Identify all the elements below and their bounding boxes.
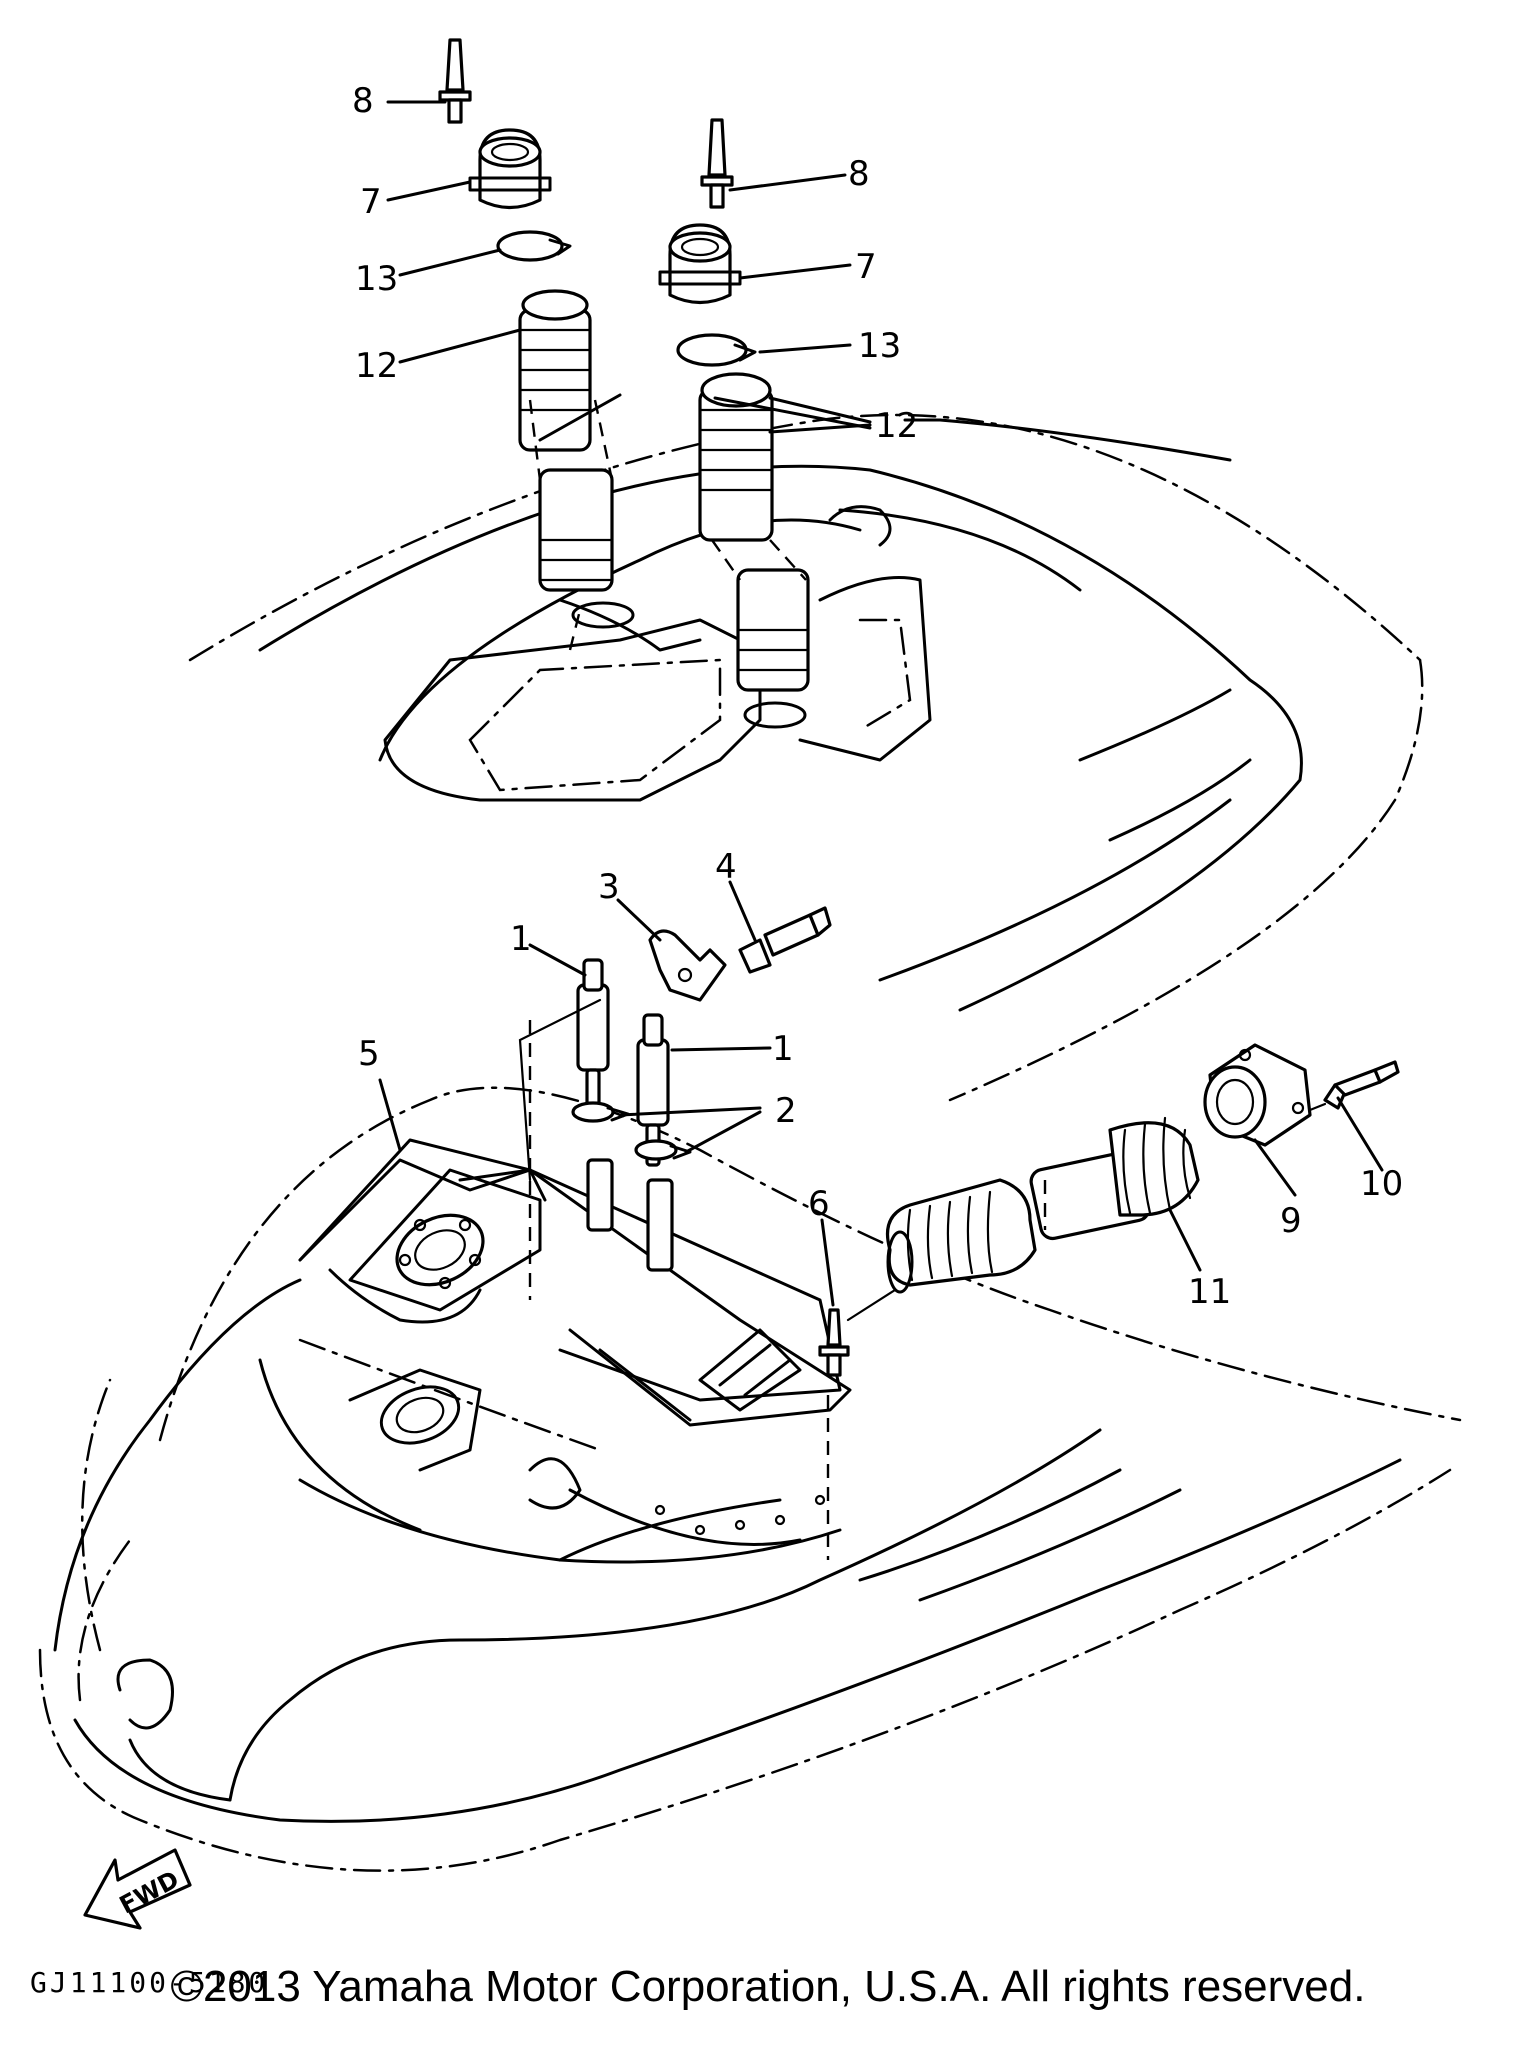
part-7-cap-right xyxy=(658,223,742,305)
callout-5: 5 xyxy=(358,1034,380,1074)
callout-labels: 8 7 13 12 8 7 13 12 1 1 2 3 4 5 6 9 10 1… xyxy=(352,81,1403,1312)
callout-11: 11 xyxy=(1188,1272,1231,1312)
part-7-cap-left xyxy=(468,128,552,210)
part-9-vent-flange xyxy=(1203,1043,1312,1147)
callout-7-left: 7 xyxy=(360,182,382,222)
part-1-hose-fitting-left xyxy=(576,958,610,1112)
callout-1-left: 1 xyxy=(510,919,532,959)
callout-13-right: 13 xyxy=(858,326,901,366)
fwd-arrow: FWD xyxy=(83,1848,192,1930)
part-11-duct xyxy=(885,1116,1200,1294)
callout-3: 3 xyxy=(598,867,620,907)
callout-13-left: 13 xyxy=(355,259,398,299)
part-2-clip-left xyxy=(571,1101,630,1123)
callout-10: 10 xyxy=(1360,1164,1403,1204)
part-8-rivet-right xyxy=(700,118,734,209)
callout-9: 9 xyxy=(1280,1201,1302,1241)
part-2-clip-right xyxy=(634,1139,692,1161)
callout-12-left: 12 xyxy=(355,346,398,386)
part-12-duct-left xyxy=(518,289,635,629)
lower-hull-outline xyxy=(38,1086,1462,1872)
callout-2: 2 xyxy=(775,1091,797,1131)
callout-7-right: 7 xyxy=(855,247,877,287)
leader-lines xyxy=(378,100,1384,1307)
part-3-bracket xyxy=(648,929,727,1002)
part-13-clamp-left xyxy=(496,230,572,262)
part-8-rivet-left xyxy=(438,38,472,124)
callout-8-left: 8 xyxy=(352,81,374,121)
callout-1-right: 1 xyxy=(772,1029,794,1069)
guide-lines xyxy=(518,609,830,1560)
part-6-rivet xyxy=(818,1288,897,1377)
upper-deck-outline xyxy=(188,413,1424,1102)
hose-segments xyxy=(586,1158,674,1272)
part-12-duct-right xyxy=(698,372,810,729)
part-5-panel xyxy=(298,1020,852,1427)
copyright-notice: ©2013 Yamaha Motor Corporation, U.S.A. A… xyxy=(170,1962,1366,2011)
part-13-clamp-right xyxy=(676,333,757,367)
callout-4: 4 xyxy=(715,847,737,887)
part-4-rivet xyxy=(738,906,832,974)
drawing-code: GJ11100-5180 xyxy=(30,1966,268,1999)
callout-8-right: 8 xyxy=(848,154,870,194)
callout-6: 6 xyxy=(808,1184,830,1224)
bow-detail xyxy=(77,1538,174,1730)
part-10-rivet xyxy=(1308,1060,1400,1112)
callout-12-right: 12 xyxy=(875,406,918,446)
